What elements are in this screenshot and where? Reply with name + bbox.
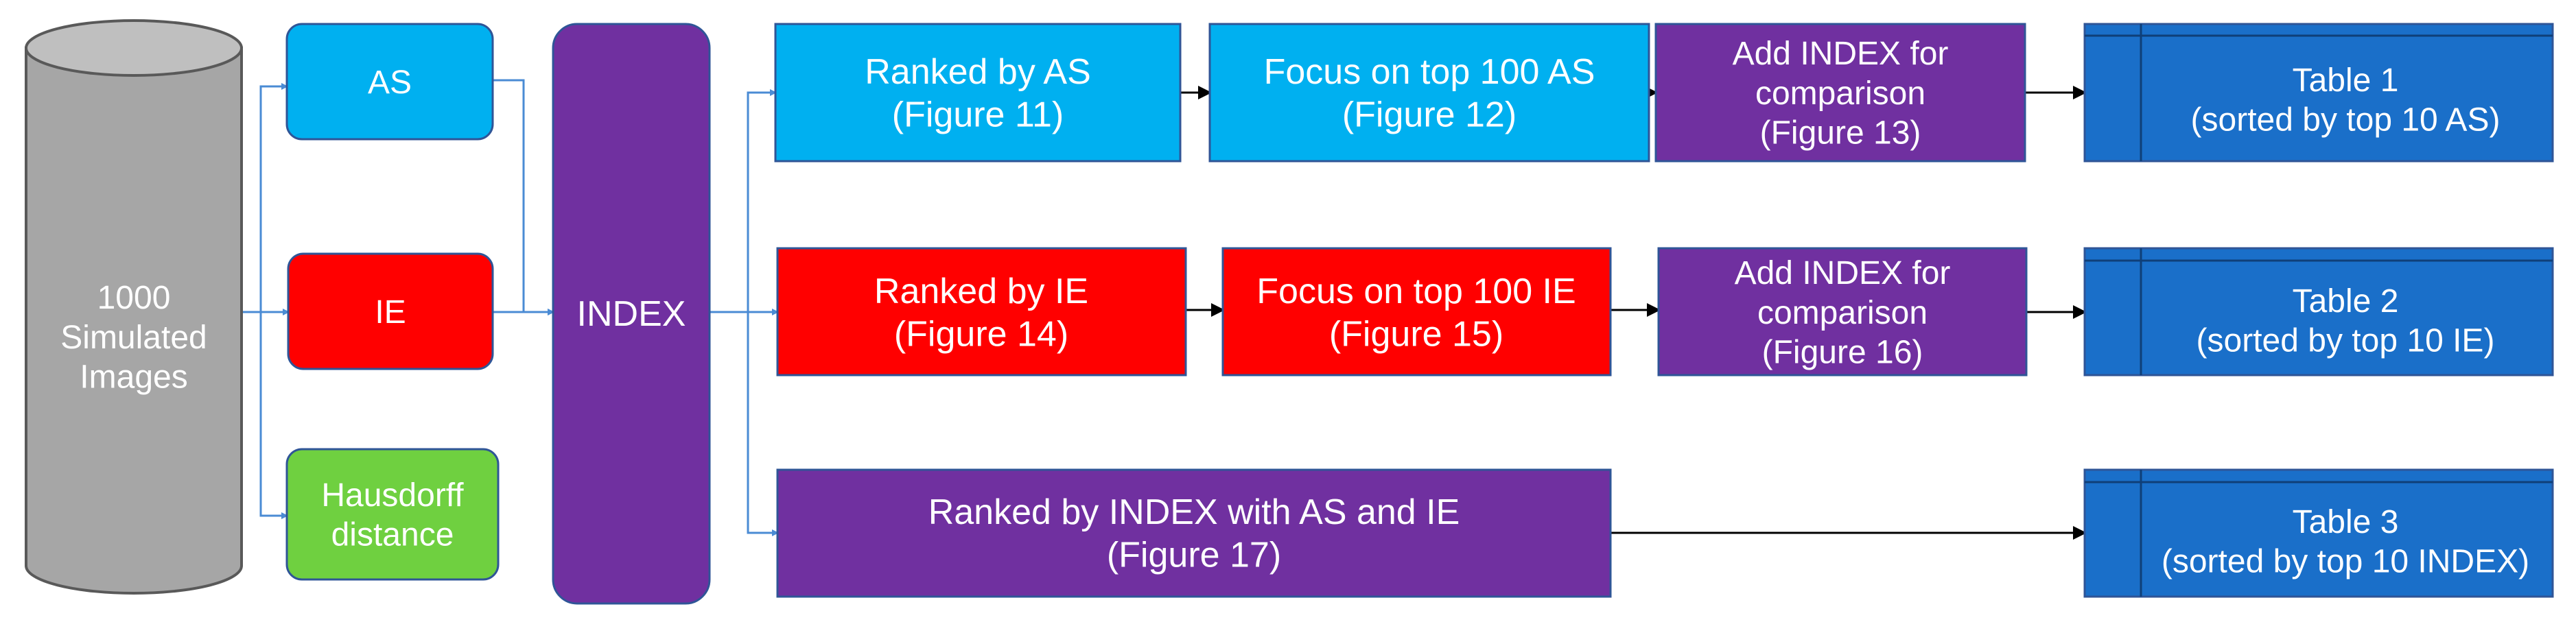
text-line: (Figure 14) <box>894 314 1068 354</box>
metric-hausdorff-shape <box>285 448 500 581</box>
text-line: 1000 <box>97 280 171 316</box>
metric-ie-label: IE <box>375 294 406 331</box>
cylinder-top <box>25 19 243 77</box>
text-line: comparison <box>1757 295 1928 331</box>
text-line: (sorted by top 10 INDEX) <box>2162 544 2529 580</box>
metric-as-label: AS <box>368 64 412 101</box>
text-line: (sorted by top 10 AS) <box>2191 102 2501 139</box>
table-2: Table 2(sorted by top 10 IE) <box>2083 247 2554 376</box>
connector-index-to-row-as <box>710 89 777 313</box>
table-2-label: Table 2(sorted by top 10 IE) <box>2197 283 2495 359</box>
compare-ie-label: Add INDEX for comparison(Figure 16) <box>1735 255 1951 370</box>
text-line: (Figure 12) <box>1342 95 1517 134</box>
text-line: comparison <box>1755 75 1925 112</box>
focus-ie-label: Focus on top 100 IE(Figure 15) <box>1256 272 1576 354</box>
ranked-as-shape <box>774 23 1182 163</box>
index-label: INDEX <box>577 294 686 334</box>
metric-as-shape <box>285 23 494 141</box>
text-line: Table 3 <box>2293 504 2399 540</box>
text-line: (Figure 11) <box>892 95 1064 134</box>
cylinder-body <box>25 47 243 595</box>
text-line: Images <box>80 359 187 395</box>
ranked-as-label: Ranked by AS(Figure 11) <box>865 52 1091 134</box>
connectors <box>242 79 2087 540</box>
row-index: Ranked by INDEX with AS and IE(Figure 17… <box>776 468 2554 598</box>
compare-ie-shape <box>1657 247 2028 376</box>
row-as: Ranked by AS(Figure 11) Focus on top 100… <box>774 23 2554 163</box>
ranked-ie-label: Ranked by IE(Figure 14) <box>874 272 1088 354</box>
table-1-shape <box>2083 23 2554 163</box>
focus-as-label: Focus on top 100 AS(Figure 12) <box>1264 52 1595 134</box>
focus-ie-shape <box>1221 247 1612 376</box>
text-line: IE <box>375 294 406 331</box>
text-line: INDEX <box>577 294 686 334</box>
table-3: Table 3 (sorted by top 10 INDEX) <box>2083 468 2554 598</box>
text-line: Focus on top 100 AS <box>1264 52 1595 92</box>
text-line: (Figure 15) <box>1329 314 1503 354</box>
connector-index-to-row-index <box>747 312 779 536</box>
text-line: Add INDEX for <box>1733 36 1949 72</box>
index-box: INDEX <box>552 23 711 605</box>
metric-ie-shape <box>287 252 494 370</box>
text-line: Table 1 <box>2293 62 2399 99</box>
text-line: Ranked by IE <box>874 272 1088 311</box>
connector-source-to-as <box>242 83 288 313</box>
text-line: Ranked by INDEX with AS and IE <box>928 492 1460 532</box>
table-1-label: Table 1(sorted by top 10 AS) <box>2191 62 2501 139</box>
text-line: (Figure 13) <box>1760 115 1921 151</box>
text-line: distance <box>331 517 454 553</box>
text-line: (Figure 17) <box>1107 535 1281 575</box>
table-3-label: Table 3 (sorted by top 10 INDEX) <box>2162 504 2529 580</box>
compare-as-shape <box>1654 23 2026 163</box>
ranked-ie-shape <box>776 247 1187 376</box>
row-ie: Ranked by IE(Figure 14) Focus on top 100… <box>776 247 2554 376</box>
table-1: Table 1(sorted by top 10 AS) <box>2083 23 2554 163</box>
metric-ie-box: IE <box>287 252 494 370</box>
text-line: Hausdorff <box>321 477 464 514</box>
text-line: Ranked by AS <box>865 52 1091 92</box>
text-line: Simulated <box>60 319 207 355</box>
text-line: Focus on top 100 IE <box>1256 272 1576 311</box>
text-line: (Figure 16) <box>1762 334 1923 370</box>
text-line: Add INDEX for <box>1735 255 1951 291</box>
text-line: Table 2 <box>2293 283 2399 320</box>
text-line: (sorted by top 10 IE) <box>2197 323 2495 359</box>
table-2-shape <box>2083 247 2554 376</box>
connector-source-to-hausdorff <box>259 312 288 519</box>
table-3-shape <box>2083 468 2554 598</box>
text-line: AS <box>368 64 412 101</box>
ranked-index-shape <box>776 468 1612 598</box>
index-shape <box>552 23 711 605</box>
ranked-index-label: Ranked by INDEX with AS and IE(Figure 17… <box>928 492 1460 575</box>
connector-as-to-index <box>493 79 554 315</box>
metric-as-box: AS <box>285 23 494 141</box>
focus-as-shape <box>1208 23 1650 163</box>
